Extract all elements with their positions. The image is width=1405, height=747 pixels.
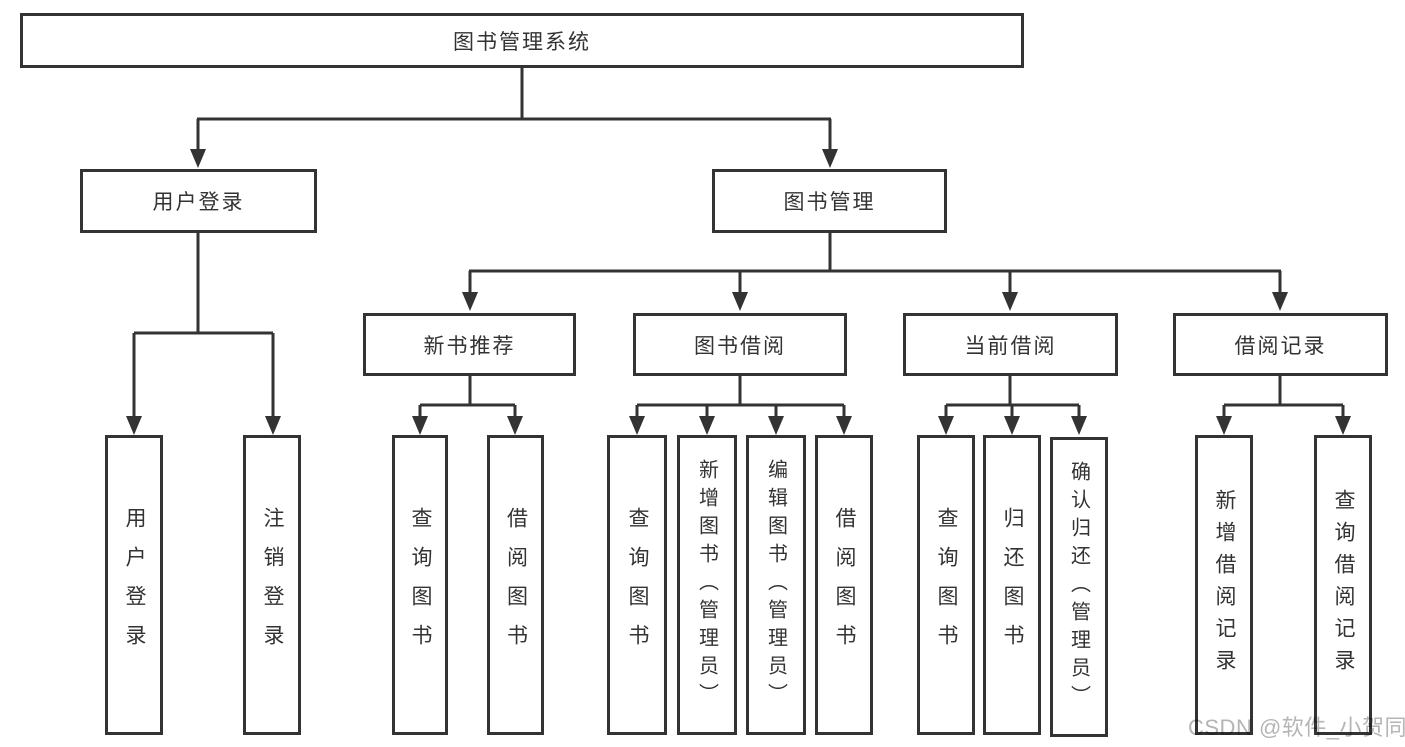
node-current-borrow: 当前借阅 [903,313,1118,376]
leaf-query-books-recommend: 查询图书 [392,435,448,735]
node-book-borrow: 图书借阅 [633,313,847,376]
leaf-borrow-books: 借阅图书 [815,435,873,735]
leaf-logout-login: 注销登录 [243,435,301,735]
leaf-add-borrow-record: 新增借阅记录 [1195,435,1253,735]
leaf-query-borrow-record: 查询借阅记录 [1314,435,1372,735]
leaf-query-books-borrow: 查询图书 [607,435,667,735]
leaf-user-login: 用户登录 [105,435,163,735]
leaf-query-books-current: 查询图书 [917,435,975,735]
leaf-return-books: 归还图书 [983,435,1041,735]
node-user-login: 用户登录 [80,169,317,233]
watermark: CSDN @软件_小贺同学 [1188,715,1405,740]
node-borrow-records: 借阅记录 [1173,313,1388,376]
leaf-edit-books-admin: 编辑图书（管理员） [746,435,806,735]
node-new-book-recommend: 新书推荐 [363,313,576,376]
node-book-management: 图书管理 [712,169,947,233]
node-root-system: 图书管理系统 [20,13,1024,68]
leaf-add-books-admin: 新增图书（管理员） [677,435,737,735]
leaf-confirm-return-admin: 确认归还（管理员） [1050,437,1108,737]
leaf-borrow-books-recommend: 借阅图书 [487,435,544,735]
